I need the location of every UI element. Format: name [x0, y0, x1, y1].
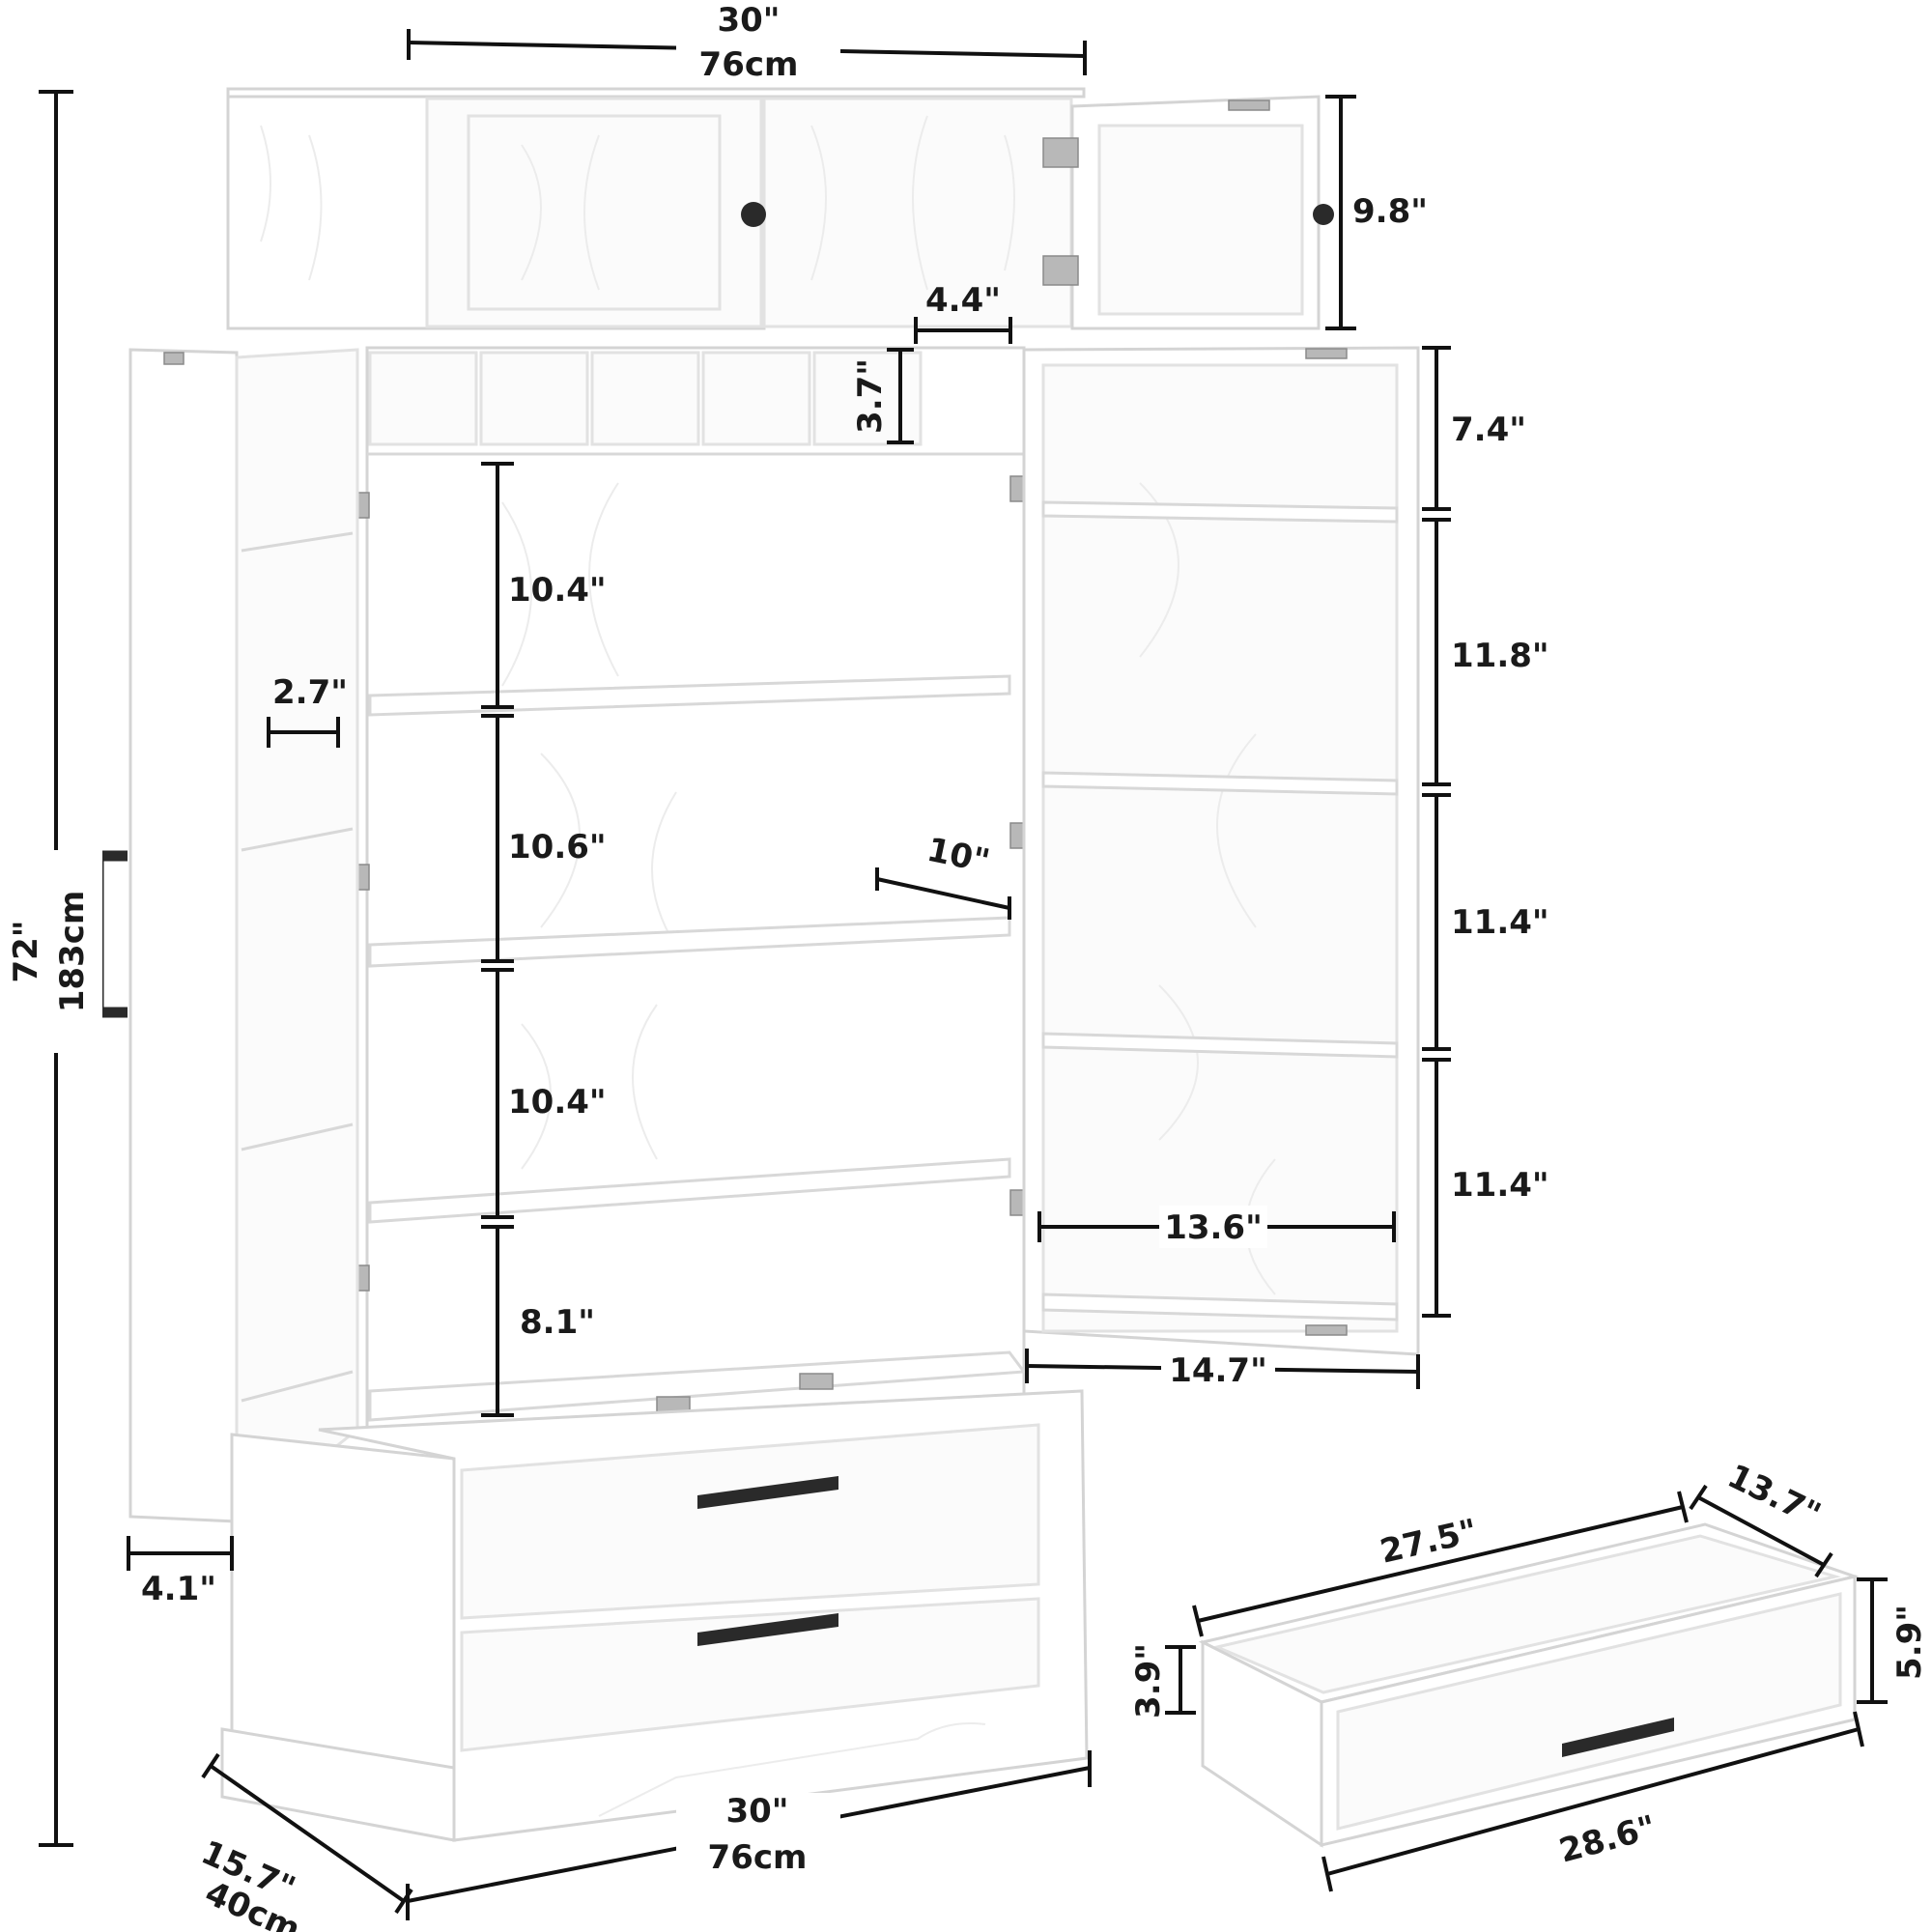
drawer-inner-length-label: 27.5": [1377, 1512, 1481, 1572]
main-cabinet: [337, 346, 1042, 1432]
loose-drawer-pull-handle-icon: [1562, 1718, 1674, 1757]
right-door-shelf-1: [1041, 500, 1399, 524]
bottom-shelf: [368, 1350, 1027, 1422]
drawer-inner-height-label: 3.9": [1129, 1643, 1168, 1719]
bottom-width-cm-label: 76cm: [708, 1838, 808, 1877]
right-door-gap-3-label: 11.4": [1451, 903, 1549, 942]
right-door-shelf-4: [1041, 1293, 1399, 1321]
left-door-thickness-label: 4.1": [141, 1570, 216, 1608]
shelf-3: [368, 1157, 1011, 1224]
drawer-base: [220, 1389, 1089, 1842]
right-door-shelf-3: [1041, 1032, 1399, 1059]
right-door-gap-1-label: 7.4": [1451, 411, 1526, 449]
left-door-pull-handle-icon: [93, 850, 128, 1018]
top-left-knob-icon: [741, 202, 766, 227]
top-door-latch-icon: [1228, 99, 1270, 111]
drawer-front-height-label: 5.9": [1890, 1605, 1929, 1680]
right-door-gap-4-label: 11.4": [1451, 1166, 1549, 1205]
dimension-labels: 30" 76cm 72" 183cm 9.8" 4.4" 3.7" 10.4" …: [7, 0, 1929, 1932]
top-cubbies: [367, 351, 1024, 456]
shelf-gap-1-label: 10.4": [508, 571, 607, 610]
cubby-height-label: 3.7": [851, 358, 890, 434]
drawer-latch-right-icon: [799, 1373, 834, 1390]
right-door-shelf-2: [1041, 771, 1399, 796]
shelf-1: [368, 674, 1011, 717]
right-door-gap-2-label: 11.8": [1451, 637, 1549, 675]
shelf-gap-3-label: 10.4": [508, 1083, 607, 1122]
cubby-width-label: 4.4": [925, 281, 1001, 320]
total-height-in-label: 72": [7, 920, 45, 982]
left-rack-depth-label: 2.7": [272, 673, 348, 712]
right-door-inner-width-label: 13.6": [1164, 1208, 1263, 1247]
top-cabinet: [226, 87, 1334, 330]
shelf-gap-2-label: 10.6": [508, 828, 607, 867]
drawer-front-length-label: 28.6": [1555, 1808, 1660, 1871]
top-hinge-lower-icon: [1042, 255, 1079, 286]
top-hinge-upper-icon: [1042, 137, 1079, 168]
top-width-cm-label: 76cm: [699, 45, 799, 84]
top-cabinet-height-label: 9.8": [1352, 192, 1428, 231]
right-door-latch-top-icon: [1305, 348, 1348, 359]
loose-drawer: [1198, 1522, 1861, 1848]
right-door-latch-bottom-icon: [1305, 1324, 1348, 1336]
right-door-width-label: 14.7": [1169, 1351, 1267, 1390]
left-door-latch-icon: [163, 352, 185, 365]
top-right-knob-icon: [1313, 204, 1334, 225]
drawer-depth-label: 13.7": [1721, 1457, 1827, 1534]
top-width-in-label: 30": [717, 1, 780, 40]
shelf-2: [368, 916, 1011, 968]
drawer-1-pull-handle-icon: [697, 1476, 838, 1509]
total-height-cm-label: 183cm: [53, 891, 92, 1013]
bottom-width-in-label: 30": [725, 1792, 788, 1831]
right-door: [1022, 346, 1420, 1356]
left-door: [93, 348, 359, 1528]
shelf-gap-4-label: 8.1": [520, 1303, 595, 1342]
drawer-2-pull-handle-icon: [697, 1613, 838, 1646]
